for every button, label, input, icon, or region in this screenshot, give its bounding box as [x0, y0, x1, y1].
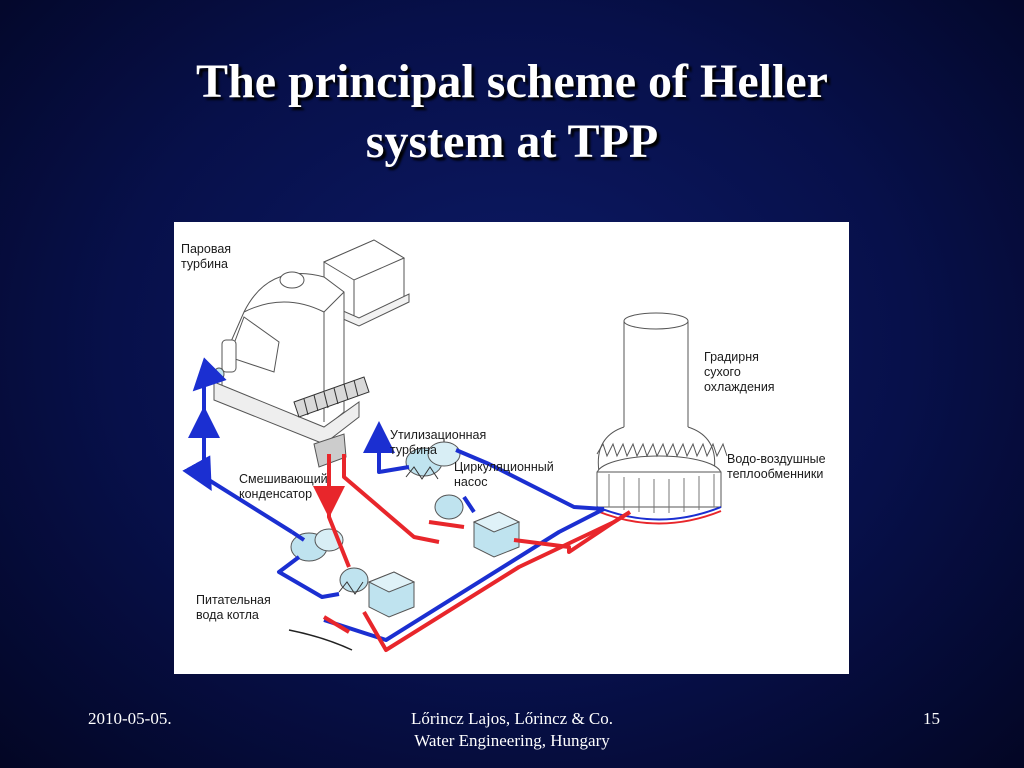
footer-date: 2010-05-05.	[88, 709, 172, 728]
feed-water-pointer	[288, 629, 353, 651]
label-feed-water: Питательная вода котла	[196, 593, 271, 622]
label-recovery-turbine: Утилизационная турбина	[390, 428, 487, 457]
title-line-1: The principal scheme of Heller	[196, 55, 828, 108]
cold-water-lines	[182, 357, 605, 642]
label-mixing-condenser: Смешивающий конденсатор	[239, 472, 328, 501]
hot-water-lines	[313, 454, 632, 652]
slide-number: 15	[923, 709, 940, 728]
diagram-drawing	[182, 239, 728, 652]
label-steam-turbine: Паровая турбина	[181, 242, 232, 271]
label-heat-exchangers: Водо-воздушные теплообменники	[727, 452, 826, 481]
footer-author: Lőrincz Lajos, Lőrincz & Co. Water Engin…	[312, 708, 712, 752]
footer-author-line-1: Lőrincz Lajos, Lőrincz & Co.	[410, 709, 614, 728]
label-circulation-pump: Циркуляционный насос	[454, 460, 554, 489]
heller-system-diagram: Паровая турбина Градирня сухого охлажден…	[174, 222, 849, 674]
dry-cooling-tower	[596, 312, 728, 525]
label-cooling-tower: Градирня сухого охлаждения	[704, 350, 775, 394]
steam-turbine	[213, 239, 410, 468]
title-line-2: system at TPP	[365, 115, 659, 168]
footer-author-line-2: Water Engineering, Hungary	[414, 731, 610, 750]
slide-title: The principal scheme of Heller system at…	[0, 52, 1024, 172]
recovery-turbine	[405, 441, 521, 558]
mixing-condenser-pump	[290, 528, 416, 618]
